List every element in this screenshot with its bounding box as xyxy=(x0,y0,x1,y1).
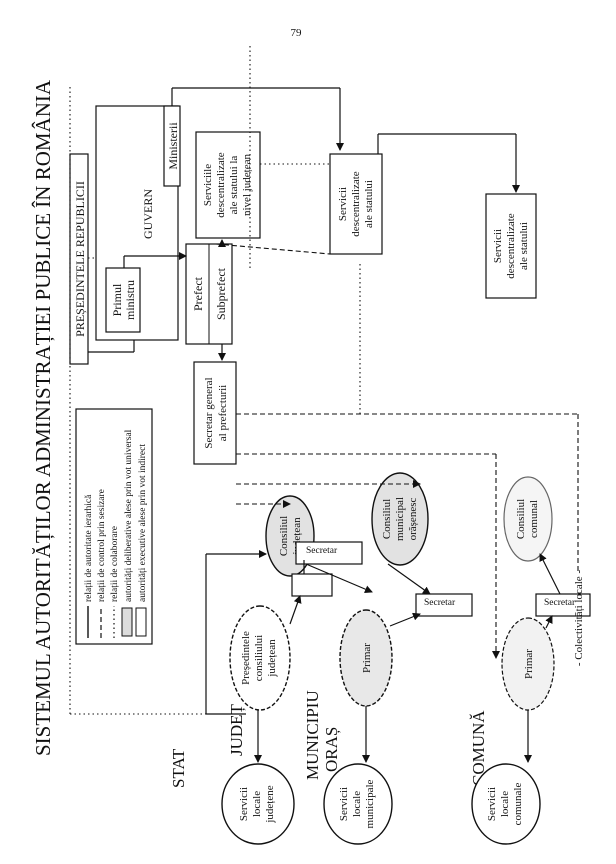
label-municipiu: MUNICIPIU xyxy=(303,690,322,780)
box-prim-ministru xyxy=(105,267,141,333)
circle-servicii-municipale-line2: locale xyxy=(351,791,363,817)
ellipse-consiliul-municipal xyxy=(371,472,429,566)
box-servicii-judetean-line1: Serviciile xyxy=(202,164,214,206)
box-subprefect-label: Subprefect xyxy=(214,267,228,320)
box-guvern-label: GUVERN xyxy=(141,189,155,239)
box-secretar-prefectura-line1: Secretar general xyxy=(203,377,215,448)
label-judet: JUDEȚ xyxy=(227,703,246,756)
ellipse-consiliul-municipal-line3: orășenesc xyxy=(407,498,419,541)
legend-item-authority: relații de autoritate ierarhică xyxy=(84,494,94,602)
box-servicii-bottom-line2: descentralizate xyxy=(505,213,517,278)
legend-item-control: relații de control prin sesizare xyxy=(97,489,107,602)
legend: relații de autoritate ierarhică relații … xyxy=(75,408,153,645)
box-presedinte-label: PREȘEDINTELE REPUBLICII xyxy=(73,181,87,337)
ellipse-primar-comuna-label: Primar xyxy=(523,649,535,679)
label-oras: ORAȘ xyxy=(322,727,341,772)
label-stat: STAT xyxy=(169,748,188,788)
ellipse-presedintele-line1: Președintele xyxy=(240,631,252,685)
circle-servicii-judetene-line3: județene xyxy=(264,785,276,823)
box-servicii-right-line3: ale statului xyxy=(363,180,375,228)
box-prefect-label: Prefect xyxy=(191,276,205,311)
ellipse-presedintele-line2: consiliului xyxy=(253,635,265,681)
box-servicii-bottom xyxy=(485,193,537,299)
box-servicii-bottom-line1: Servicii xyxy=(492,229,504,263)
legend-item-deliberative: autorități deliberative alese prin vot u… xyxy=(124,429,134,602)
box-guvern xyxy=(95,105,179,341)
ellipse-consiliul-comunal-line1: Consiliul xyxy=(515,499,527,539)
box-secretar-oras xyxy=(415,593,473,617)
box-ministerii-label: Ministerii xyxy=(166,122,180,170)
circle-servicii-comunale-line1: Servicii xyxy=(486,787,498,821)
ellipse-primar-municipiu xyxy=(339,609,393,707)
circle-servicii-judetene-line1: Servicii xyxy=(238,787,250,821)
circle-servicii-municipale-line1: Servicii xyxy=(338,787,350,821)
ellipse-presedintele-line3: județean xyxy=(266,639,278,678)
ellipse-consiliul-comunal xyxy=(503,476,553,562)
circle-servicii-municipale xyxy=(323,763,393,845)
ellipse-consiliul-judetean-line1: Consiliul xyxy=(278,516,290,556)
circle-servicii-municipale-line3: municipale xyxy=(364,779,376,828)
connectors-control xyxy=(215,243,579,659)
ellipse-consiliul-municipal-line1: Consiliul xyxy=(381,499,393,539)
ellipse-consiliul-comunal-line2: comunal xyxy=(528,500,540,538)
box-secretar-comuna xyxy=(535,593,591,617)
circle-servicii-judetene xyxy=(221,763,295,845)
circle-servicii-judetene-line2: locale xyxy=(251,791,263,817)
legend-item-executive: autorități executive alese prin vot indi… xyxy=(138,444,148,602)
circle-servicii-comunale-line3: comunale xyxy=(512,783,524,826)
box-servicii-judetean-line2: descentralizate xyxy=(215,152,227,217)
box-servicii-judetean-line4: nivel județean xyxy=(241,154,253,217)
box-secretar-oras-label: Secretar xyxy=(424,598,456,608)
box-secretar-municipiu-label: Secretar xyxy=(306,546,338,556)
ellipse-presedintele-consiliului xyxy=(229,605,291,711)
connectors xyxy=(88,87,561,763)
box-servicii-bottom-line3: ale statului xyxy=(518,222,530,270)
page-number: 79 xyxy=(291,27,303,39)
label-colectivitati: - Colectivități locale - xyxy=(573,570,585,667)
label-comuna: COMUNĂ xyxy=(469,710,488,786)
box-secretar-prefectura-line2: al prefecturii xyxy=(217,385,229,442)
circle-servicii-comunale xyxy=(471,763,541,845)
box-secretar-prefectura xyxy=(193,361,237,465)
rotated-content: SISTEMUL AUTORITĂȚILOR ADMINISTRAȚIEI PU… xyxy=(31,44,591,845)
box-servicii-right-line2: descentralizate xyxy=(350,171,362,236)
ellipse-consiliul-municipal-line2: municipal xyxy=(394,497,406,541)
box-prim-ministru-line1: Primul xyxy=(110,283,124,316)
box-servicii-judetean-line3: ale statului la xyxy=(228,156,240,215)
box-secretar-municipiu xyxy=(295,541,363,565)
connectors-collaboration xyxy=(69,44,361,715)
legend-item-collaboration: relații de colaborare xyxy=(110,526,120,602)
box-servicii-right-line1: Servicii xyxy=(337,187,349,221)
ellipse-primar-municipiu-label: Primar xyxy=(361,643,373,673)
box-secretar-judet xyxy=(291,573,333,597)
box-servicii-judetean xyxy=(195,131,261,239)
box-servicii-right xyxy=(329,153,383,255)
circle-servicii-comunale-line2: locale xyxy=(499,791,511,817)
box-secretar-comuna-label: Secretar xyxy=(544,598,576,608)
box-prim-ministru-line2: ministru xyxy=(123,280,137,320)
diagram-title: SISTEMUL AUTORITĂȚILOR ADMINISTRAȚIEI PU… xyxy=(31,79,55,756)
